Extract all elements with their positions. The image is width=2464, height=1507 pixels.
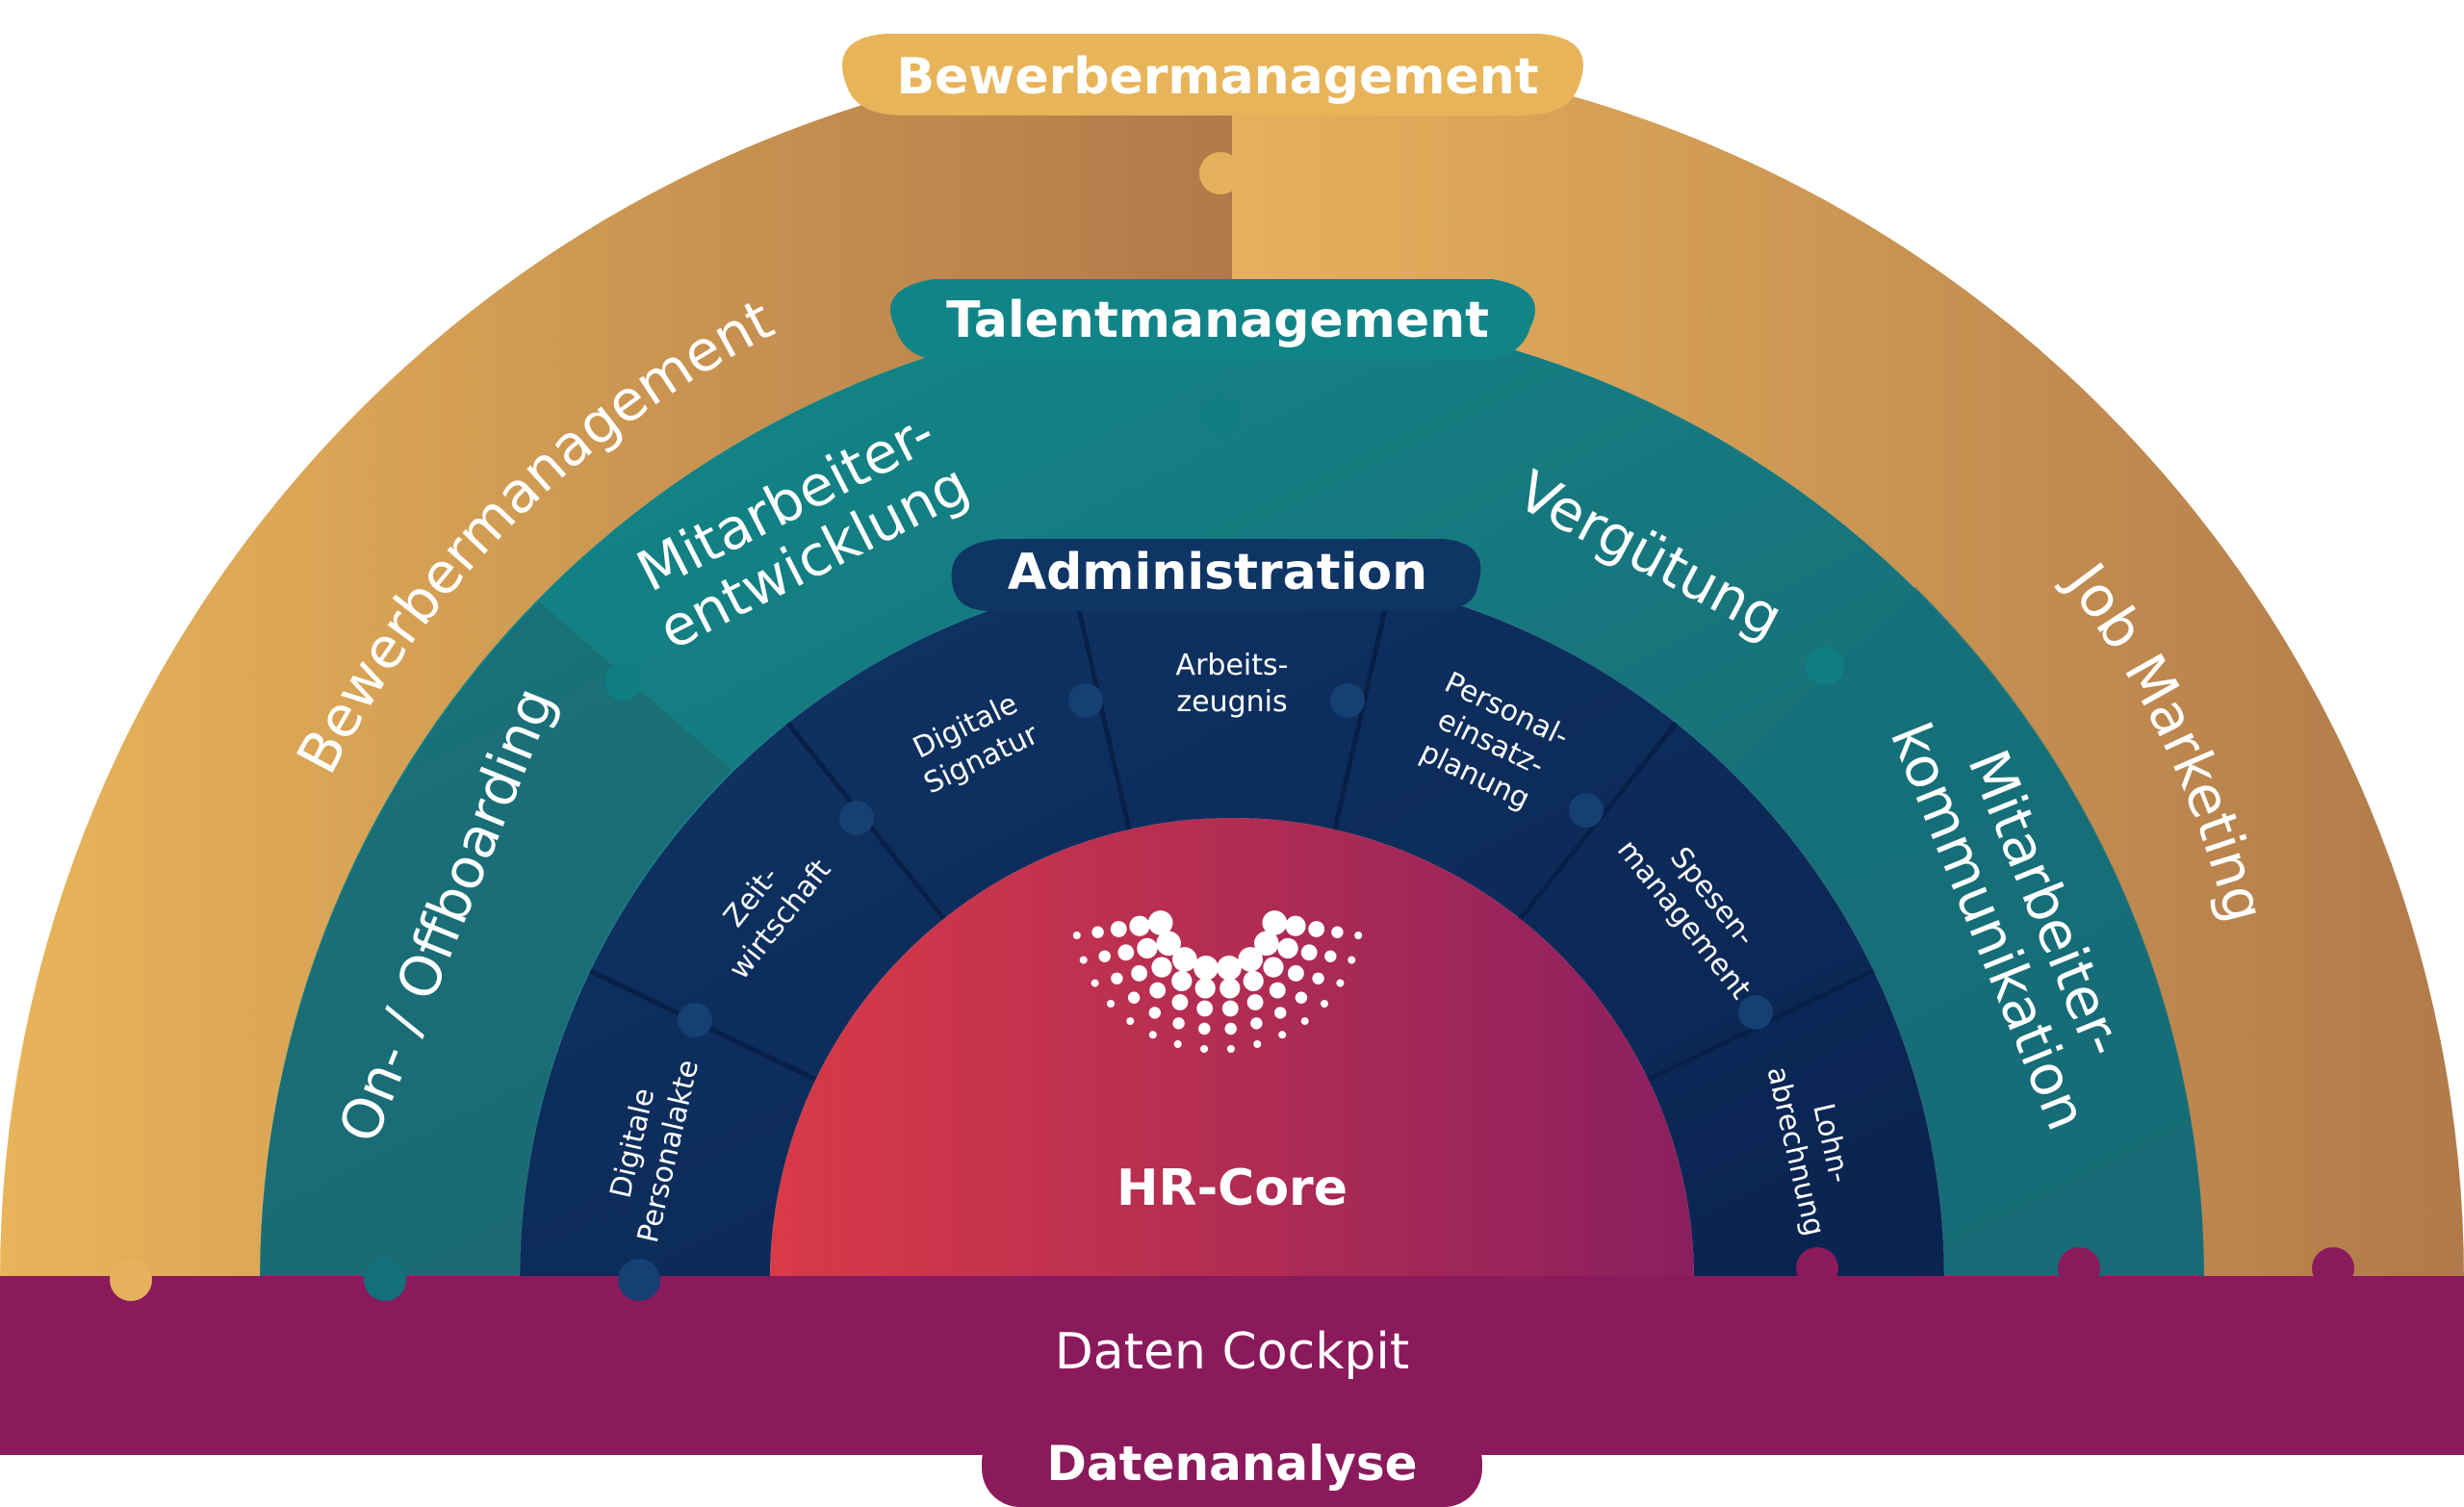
hr-core-label: HR-Core	[1116, 1160, 1348, 1217]
puzzle-connectors-inner	[678, 683, 1773, 1037]
datenanalyse-pill	[982, 1424, 1482, 1507]
puzzle-connectors-middle	[604, 396, 1844, 701]
bottom-bar: Daten Cockpit Datenanalyse	[0, 1247, 2464, 1507]
datenanalyse-label: Datenanalyse	[1046, 1436, 1417, 1492]
bewerbermanagement-pill: Bewerbermanagement	[842, 34, 1583, 115]
bewerbermanagement-pill-label: Bewerbermanagement	[896, 48, 1538, 106]
middle-ring	[260, 308, 2205, 1280]
daten-cockpit-label: Daten Cockpit	[1055, 1323, 1409, 1381]
inner-segment-label: Arbeits-zeugnis	[1176, 649, 1289, 719]
talentmanagement-pill: Talentmanagement	[890, 279, 1535, 361]
hr-core: HR-Core	[770, 818, 1694, 1280]
inner-ring	[520, 568, 1944, 1280]
administration-pill-label: Administration	[1008, 544, 1427, 601]
hr-core-logo	[1072, 910, 1363, 1053]
administration-pill: Administration	[951, 539, 1481, 611]
talentmanagement-pill-label: Talentmanagement	[946, 292, 1489, 349]
puzzle-connectors-bottom	[110, 1247, 2354, 1301]
